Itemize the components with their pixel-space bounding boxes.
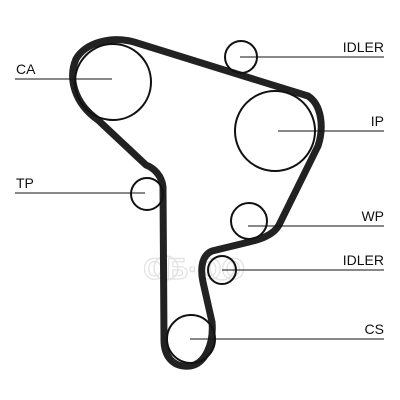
timing-belt bbox=[69, 36, 325, 370]
camshaft-pulley bbox=[74, 43, 152, 121]
idler-pulley-bottom bbox=[207, 255, 237, 285]
label-ca: CA bbox=[16, 61, 36, 77]
pulleys bbox=[74, 40, 316, 364]
label-tp: TP bbox=[16, 175, 34, 191]
idler-pulley-top bbox=[224, 40, 258, 74]
crankshaft-pulley bbox=[166, 314, 216, 364]
label-idler-bottom: IDLER bbox=[343, 252, 384, 268]
injection-pump-pulley bbox=[234, 90, 316, 172]
tensioner-pulley bbox=[130, 177, 164, 211]
label-ip: IP bbox=[371, 113, 384, 129]
label-wp: WP bbox=[361, 208, 384, 224]
water-pump-pulley bbox=[230, 202, 268, 240]
label-cs: CS bbox=[365, 321, 384, 337]
leader-lines bbox=[15, 56, 384, 340]
labels: CA TP IDLER IP WP IDLER CS bbox=[16, 39, 384, 337]
label-idler-top: IDLER bbox=[343, 39, 384, 55]
